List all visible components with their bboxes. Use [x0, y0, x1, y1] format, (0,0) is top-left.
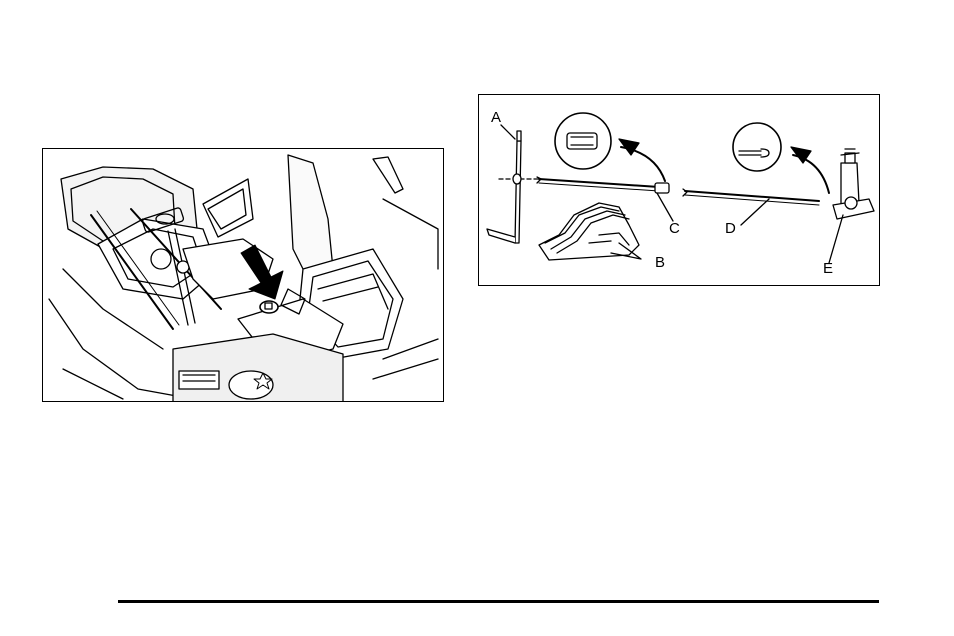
footer-rule [118, 600, 879, 603]
callout-d: D [725, 221, 736, 236]
hoist-access-illustration [43, 149, 444, 402]
callout-b: B [655, 255, 665, 270]
callout-a: A [491, 110, 501, 125]
callout-c: C [669, 221, 680, 236]
jack-tools-figure: A B C D E [478, 94, 880, 286]
jack-tools-illustration [479, 95, 880, 286]
callout-e: E [823, 261, 833, 276]
hoist-access-figure [42, 148, 444, 402]
